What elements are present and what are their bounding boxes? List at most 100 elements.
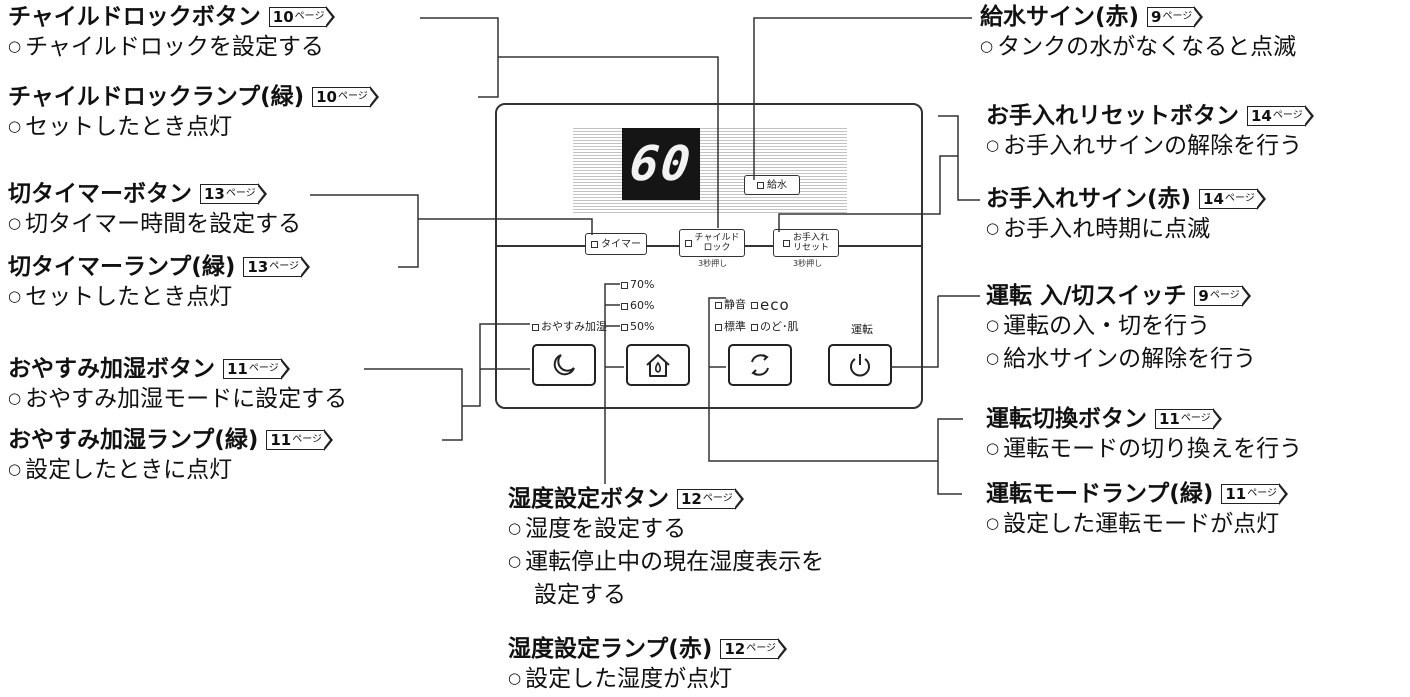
- ref-arrow-icon: [368, 86, 379, 108]
- power-switch-title: 運転 入/切スイッチ: [986, 283, 1187, 309]
- sleep-humid-lamp-desc: 設定したときに点灯: [8, 455, 333, 488]
- off-timer-lamp-title: 切タイマーランプ(緑): [8, 254, 236, 280]
- ref-arrow-icon: [1193, 6, 1204, 28]
- off-timer-lamp-desc: セットしたとき点灯: [8, 282, 310, 315]
- mode-button-desc: 運転モードの切り換えを行う: [986, 434, 1302, 467]
- water-sign-label: 給水: [767, 179, 787, 191]
- ref-arrow-icon: [1255, 188, 1266, 210]
- quiet-lamp-icon: [715, 301, 722, 309]
- standard-lamp-icon: [715, 323, 722, 331]
- sleep-humid-button-desc: おやすみ加湿モードに設定する: [8, 384, 347, 417]
- care-reset-key-label: お手入れリセット: [792, 233, 829, 253]
- ref-arrow-icon: [1211, 408, 1222, 430]
- child-lock-button-desc: チャイルドロックを設定する: [8, 32, 335, 65]
- child-lock-lamp-title: チャイルドロックランプ(緑): [8, 84, 305, 110]
- sleep-humid-lamp: おやすみ加湿: [532, 321, 607, 333]
- child-lock-hold-label: 3秒押し: [698, 259, 728, 268]
- humidity-lamp-desc: 設定した湿度が点灯: [508, 664, 787, 697]
- mode-button-title: 運転切換ボタン: [986, 406, 1147, 432]
- run-label: 運転: [851, 323, 873, 336]
- care-sign-title: お手入れサイン(赤): [986, 186, 1192, 212]
- sleep-humid-button-title: おやすみ加湿ボタン: [8, 356, 215, 382]
- sleep-lamp-icon: [532, 323, 539, 331]
- humidity-set-button[interactable]: [626, 344, 690, 386]
- off-timer-button-title: 切タイマーボタン: [8, 181, 192, 207]
- humidity-button-title: 湿度設定ボタン: [508, 486, 669, 512]
- ref-arrow-icon: [323, 429, 334, 451]
- lamp60-icon: [621, 302, 628, 310]
- care-reset-button-title: お手入れリセットボタン: [986, 103, 1239, 129]
- humidity-lamp-60: 60%: [621, 300, 654, 312]
- child-lock-key[interactable]: チャイルドロック: [679, 229, 745, 257]
- humidity-lamp-70: 70%: [621, 279, 654, 291]
- care-reset-key[interactable]: お手入れリセット: [773, 229, 839, 257]
- power-icon: [850, 354, 870, 377]
- eco-lamp-icon: [751, 301, 758, 309]
- humidity-button-desc-2-cont: 設定する: [534, 582, 626, 608]
- care-sign-desc: お手入れ時期に点滅: [986, 214, 1266, 247]
- mode-lamp-throat-skin: のど･肌: [760, 320, 799, 333]
- water-sign-title: 給水サイン(赤): [980, 4, 1140, 30]
- mode-lamp-desc: 設定した運転モードが点灯: [986, 509, 1288, 542]
- mode-lamp-title: 運転モードランプ(緑): [986, 481, 1214, 507]
- power-switch-desc-2: 給水サインの解除を行う: [986, 344, 1256, 377]
- display-window: [573, 128, 847, 214]
- humidity-display: 60: [622, 128, 700, 200]
- timer-lamp-icon: [591, 240, 598, 248]
- care-lamp-icon: [782, 239, 790, 247]
- child-lock-lamp-desc: セットしたとき点灯: [8, 112, 379, 145]
- control-panel: 60 給水 タイマー チャイルドロック 3秒押し お手入れリセット 3秒押し お…: [495, 103, 923, 409]
- off-timer-key[interactable]: タイマー: [585, 233, 647, 255]
- off-timer-button-desc: 切タイマー時間を設定する: [8, 209, 301, 242]
- care-reset-button-desc: お手入れサインの解除を行う: [986, 131, 1314, 164]
- throat-lamp-icon: [751, 323, 758, 331]
- timer-key-label: タイマー: [601, 238, 641, 250]
- humidity-lamp-50: 50%: [621, 321, 654, 333]
- ref-arrow-icon: [1240, 285, 1251, 307]
- sleep-humid-button[interactable]: [532, 344, 596, 386]
- lamp50-icon: [621, 323, 628, 331]
- power-switch-desc-1: 運転の入・切を行う: [986, 311, 1256, 344]
- ref-arrow-icon: [777, 638, 788, 660]
- cycle-arrows-icon: [751, 354, 769, 376]
- child-lock-lamp-icon: [684, 239, 692, 247]
- water-sign-desc: タンクの水がなくなると点滅: [980, 32, 1296, 65]
- care-reset-hold-label: 3秒押し: [793, 259, 823, 268]
- child-lock-key-label: チャイルドロック: [694, 233, 740, 253]
- house-drop-icon: [646, 354, 670, 377]
- ref-arrow-icon: [325, 6, 336, 28]
- humidity-button-desc-2: 運転停止中の現在湿度表示を: [508, 547, 824, 580]
- ref-arrow-icon: [1278, 483, 1289, 505]
- water-lamp-icon: [757, 181, 764, 189]
- water-sign-indicator: 給水: [744, 175, 800, 195]
- ref-arrow-icon: [279, 358, 290, 380]
- power-button[interactable]: [828, 344, 892, 386]
- mode-switch-button[interactable]: [728, 344, 792, 386]
- humidity-button-desc-1: 湿度を設定する: [508, 514, 824, 547]
- ref-arrow-icon: [256, 183, 267, 205]
